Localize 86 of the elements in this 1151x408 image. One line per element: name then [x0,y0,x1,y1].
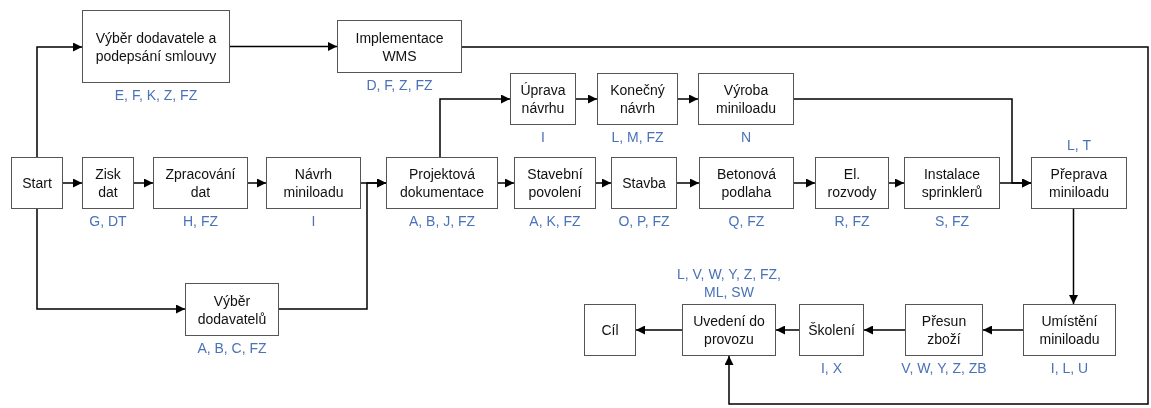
arrow [793,178,816,188]
resource-codes: R, FZ [833,212,871,230]
arrow [595,178,612,188]
resource-codes: D, F, Z, FZ [365,76,434,94]
arrow [999,178,1032,188]
resource-codes: I, X [820,359,843,377]
step-label: Betonová podlaha [715,165,778,201]
arrow [863,325,906,335]
step-label: Přesun zboží [920,312,968,348]
arrow [1069,208,1078,305]
arrow [247,178,267,188]
process-box [82,157,134,209]
arrow [676,178,700,188]
resource-codes: O, P, FZ [617,212,671,230]
arrow [635,325,683,335]
process-box [266,157,361,209]
step-label: Implementace WMS [354,28,445,65]
step-label: Výroba miniloadu [715,81,777,117]
process-box [905,304,983,356]
process-box [597,73,678,125]
process-box [153,157,248,209]
process-box [386,157,498,209]
step-label: Projektová dokumentace [398,165,486,201]
arrow [229,42,338,51]
resource-codes: A, B, J, FZ [407,212,477,230]
step-label: Výběr dodavatele a podepsání smlouvy [94,28,218,65]
resource-codes: I [540,128,546,146]
arrow [982,325,1024,335]
resource-codes: A, K, FZ [528,212,582,230]
arrow [775,325,800,335]
resource-codes: N [739,128,753,146]
step-label: Umístění miniloadu [1038,312,1101,348]
process-box [611,157,677,209]
resource-codes: L, T [1066,136,1092,154]
process-box [698,73,794,125]
resource-codes: V, W, Y, Z, ZB [900,359,988,377]
step-label: El. rozvody [826,165,878,201]
process-box [815,157,889,209]
process-box [337,20,462,73]
resource-codes: L, M, FZ [610,128,665,146]
arrow [888,178,905,188]
process-box [11,157,63,209]
step-label: Zisk dat [94,165,122,201]
step-label: Přeprava miniloadu [1048,165,1110,201]
resource-codes: E, F, K, Z, FZ [113,86,199,104]
step-label: Stavební povolení [526,165,584,201]
process-box [682,304,776,356]
step-label: Zpracování dat [164,165,237,201]
process-box [584,304,636,356]
process-box [799,304,864,356]
resource-codes: I [310,212,317,230]
resource-codes: A, B, C, FZ [196,339,268,357]
arrow [62,178,83,188]
step-label: Školení [808,321,855,339]
step-label: Úprava návrhu [519,81,567,117]
process-box [185,283,279,336]
resource-codes: H, FZ [182,212,219,230]
arrow [36,42,83,158]
arrow [36,208,186,314]
arrow [278,178,387,310]
step-label: Start [22,174,52,192]
arrow [439,94,511,158]
step-label: Uvedení do provozu [692,312,766,348]
process-box [1031,157,1127,209]
arrow [461,46,1149,405]
step-label: Stavba [622,174,666,192]
process-box [699,157,794,209]
arrow [133,178,154,188]
process-box [514,157,596,209]
step-label: Cíl [601,321,619,339]
resource-codes: L, V, W, Y, Z, FZ, ML, SW [676,265,782,301]
process-box [510,73,576,125]
process-box [1023,304,1116,356]
arrow [497,178,515,188]
arrow [677,94,699,104]
process-box [82,10,230,83]
step-label: Výběr dodavatelů [196,291,268,328]
resource-codes: I, L, U [1049,359,1090,377]
step-label: Instalace sprinklerů [920,165,984,201]
step-label: Návrh miniloadu [282,165,345,201]
process-box [904,157,1000,209]
step-label: Konečný návrh [609,81,666,117]
resource-codes: Q, FZ [727,212,766,230]
arrow [575,94,598,104]
resource-codes: S, FZ [933,212,971,230]
resource-codes: G, DT [88,212,128,230]
